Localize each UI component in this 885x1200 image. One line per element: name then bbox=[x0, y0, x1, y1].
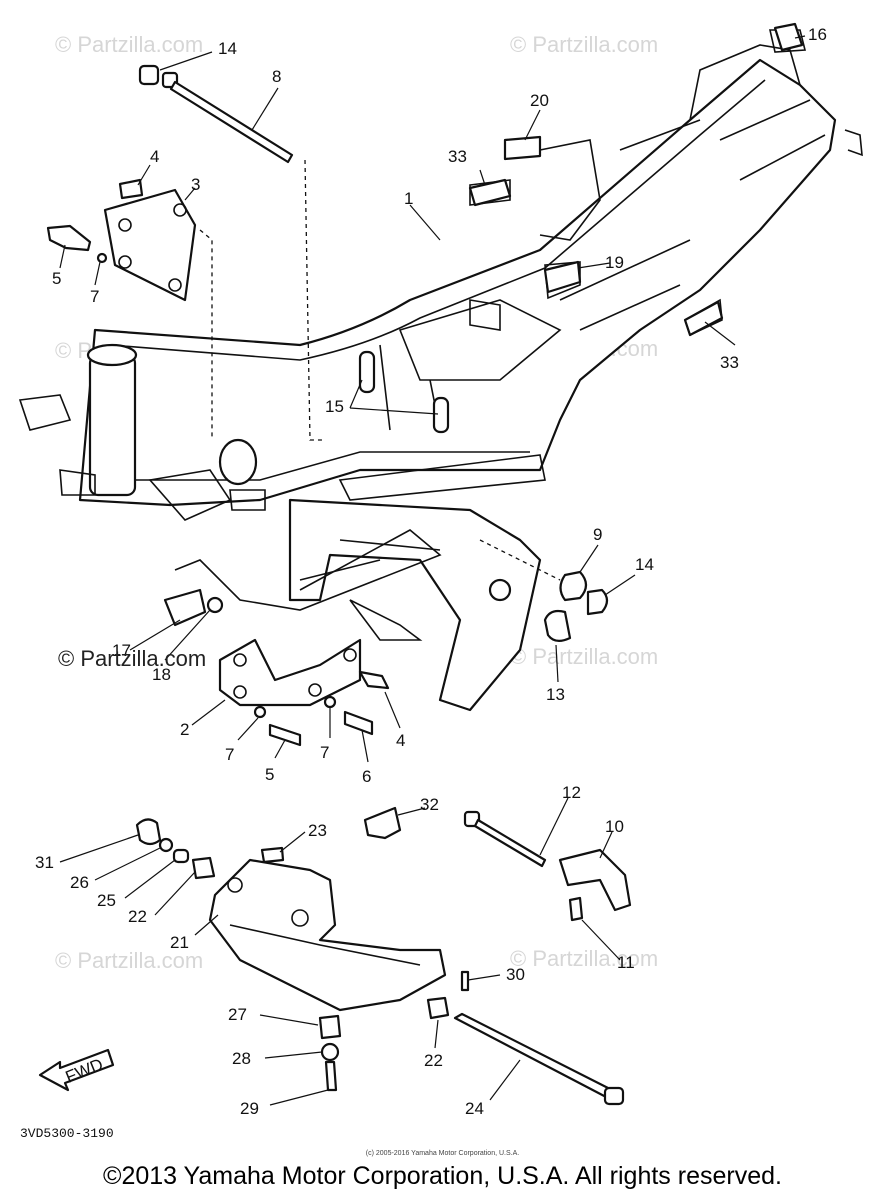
callout-label: 23 bbox=[308, 821, 327, 840]
copyright-notice: ©2013 Yamaha Motor Corporation, U.S.A. A… bbox=[103, 1162, 782, 1190]
collars-right bbox=[479, 539, 609, 642]
callout-label: 30 bbox=[506, 965, 525, 984]
callout-label: 15 bbox=[325, 397, 344, 416]
callout-label: 17 bbox=[112, 641, 131, 660]
callout-label: 22 bbox=[424, 1051, 443, 1070]
callout-label: 26 bbox=[70, 873, 89, 892]
callout-label: 19 bbox=[605, 253, 624, 272]
skid-plate-21 bbox=[135, 818, 450, 1092]
callout-label: 33 bbox=[448, 147, 467, 166]
callout-label: 9 bbox=[593, 525, 602, 544]
callout-label: 10 bbox=[605, 817, 624, 836]
callout-label: 20 bbox=[530, 91, 549, 110]
watermark: © Partzilla.com bbox=[510, 644, 658, 669]
long-bolt-8 bbox=[138, 64, 325, 441]
fwd-label: FWD bbox=[63, 1055, 106, 1087]
callout-label: 12 bbox=[562, 783, 581, 802]
watermark: © Partzilla.com bbox=[55, 32, 203, 57]
head-pipe bbox=[18, 343, 258, 497]
callout-label: 5 bbox=[52, 269, 61, 288]
callout-label: 2 bbox=[180, 720, 189, 739]
watermark: © Partzilla.com bbox=[55, 948, 203, 973]
callout-label: 24 bbox=[465, 1099, 484, 1118]
callout-label: 25 bbox=[97, 891, 116, 910]
bracket-3 bbox=[46, 178, 213, 440]
callout-label: 1 bbox=[404, 189, 413, 208]
callout-label: 27 bbox=[228, 1005, 247, 1024]
callout-label: 28 bbox=[232, 1049, 251, 1068]
callout-label: 32 bbox=[420, 795, 439, 814]
leader-lines bbox=[59, 35, 806, 1106]
callout-label: 13 bbox=[546, 685, 565, 704]
callout-label: 4 bbox=[396, 731, 405, 750]
callout-label: 6 bbox=[362, 767, 371, 786]
callout-label: 14 bbox=[218, 39, 237, 58]
callout-label: 16 bbox=[808, 25, 827, 44]
lower-frame bbox=[148, 454, 546, 712]
callout-label: 3 bbox=[191, 175, 200, 194]
callout-label: 7 bbox=[90, 287, 99, 306]
watermark-dark: © Partzilla.com bbox=[58, 646, 206, 671]
callout-label: 7 bbox=[320, 743, 329, 762]
callout-label: 33 bbox=[720, 353, 739, 372]
watermark: © Partzilla.com bbox=[510, 32, 658, 57]
callout-label: 8 bbox=[272, 67, 281, 86]
callout-label: 29 bbox=[240, 1099, 259, 1118]
small-copyright: (c) 2005-2016 Yamaha Motor Corporation, … bbox=[365, 1150, 520, 1157]
small-parts bbox=[468, 22, 804, 337]
right-hardware bbox=[363, 806, 632, 1106]
document-code: 3VD5300-3190 bbox=[20, 1126, 114, 1141]
callout-label: 18 bbox=[152, 665, 171, 684]
callout-label: 31 bbox=[35, 853, 54, 872]
callout-label: 21 bbox=[170, 933, 189, 952]
main-frame bbox=[78, 29, 863, 507]
callout-label: 4 bbox=[150, 147, 159, 166]
callout-label: 11 bbox=[617, 953, 635, 972]
callout-labels: 14 8 4 3 5 7 20 33 1 16 19 33 15 9 14 17… bbox=[35, 25, 827, 1118]
fwd-arrow: FWD bbox=[38, 1048, 115, 1092]
watermark: © Partzilla.com bbox=[510, 946, 658, 971]
callout-label: 7 bbox=[225, 745, 234, 764]
callout-label: 5 bbox=[265, 765, 274, 784]
callout-label: 22 bbox=[128, 907, 147, 926]
callout-label: 14 bbox=[635, 555, 654, 574]
bracket-2 bbox=[163, 588, 390, 747]
